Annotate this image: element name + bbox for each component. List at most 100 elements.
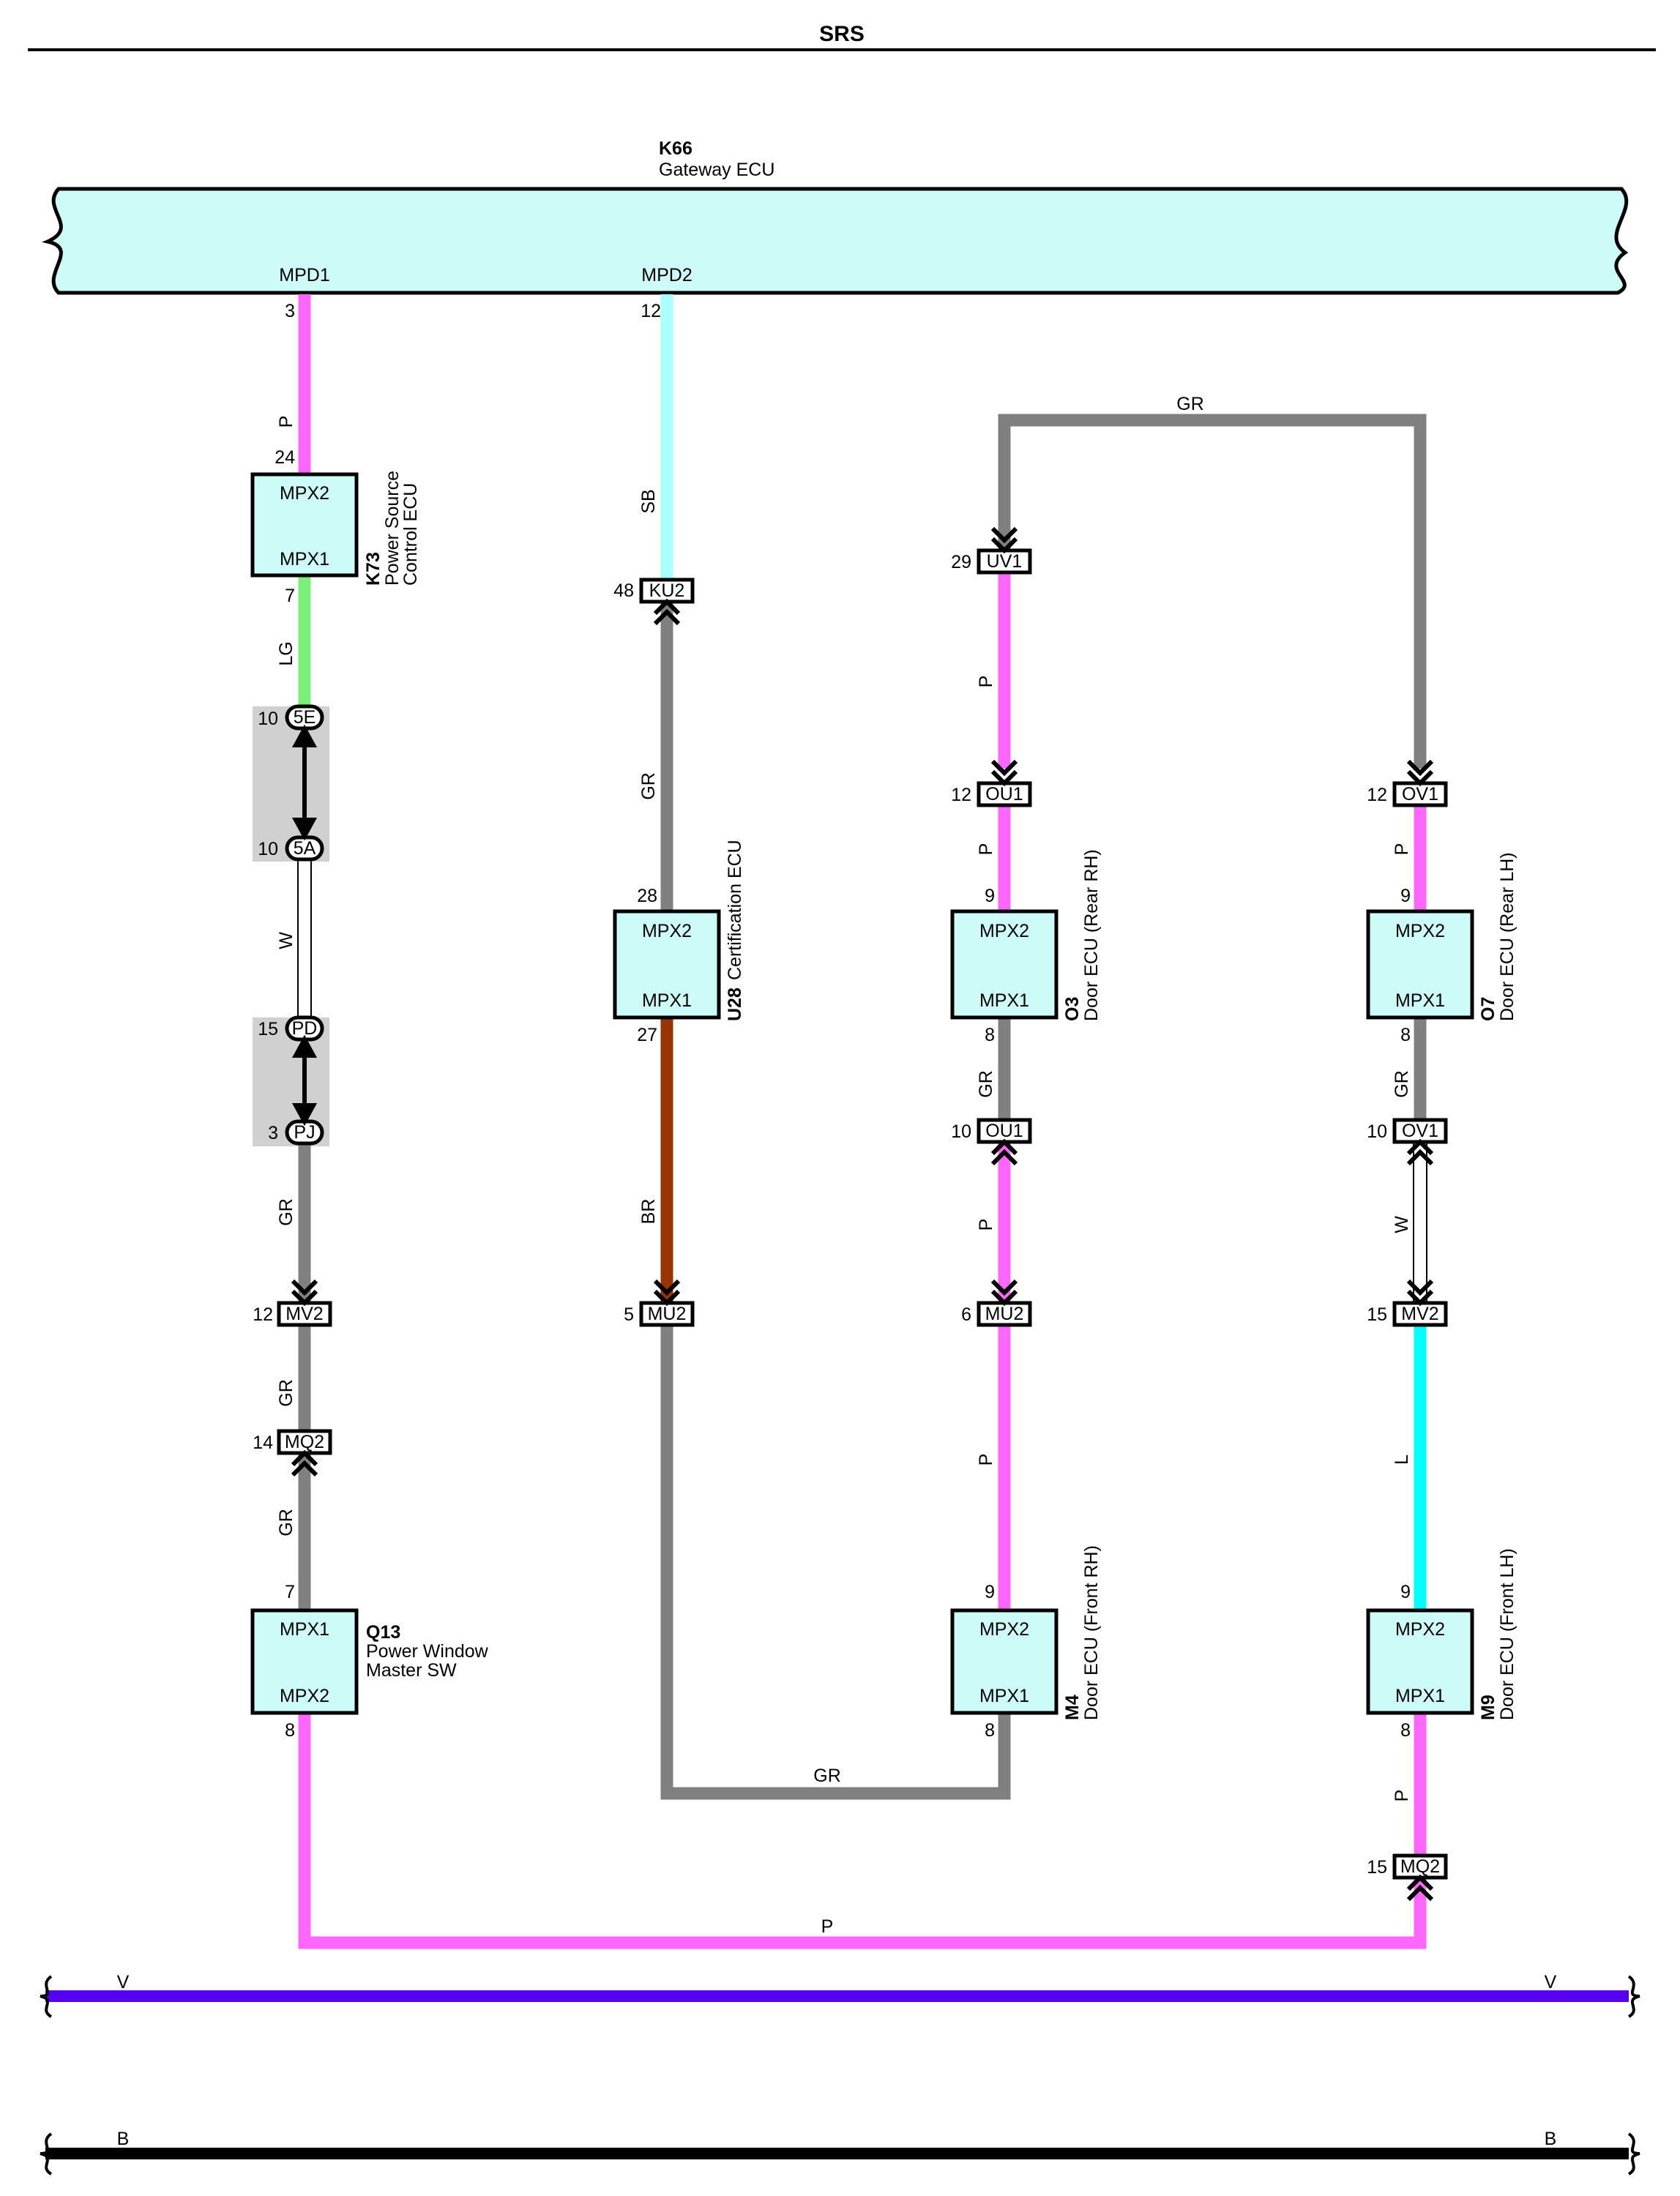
chevron-ou1-bottom: [990, 1138, 1018, 1156]
wire-gr-top-loop: [998, 414, 1427, 769]
chevron-mu2-center: [653, 1279, 681, 1296]
wire-w-5a-pd: [297, 857, 312, 1021]
svg-text:MU2: MU2: [985, 1304, 1024, 1324]
pin-number: 24: [275, 447, 295, 468]
pin-number: 29: [951, 552, 971, 572]
ecu-o7-pin-top: MPX2: [1395, 921, 1445, 941]
pin-number: 8: [1400, 1720, 1411, 1741]
chevron-mv2-right: [1406, 1279, 1434, 1296]
pin-number: 9: [985, 886, 995, 906]
svg-text:MV2: MV2: [285, 1304, 323, 1324]
junction-block-5e-5a: [253, 706, 329, 862]
bus-v-label-right: V: [1545, 1972, 1557, 1993]
pin-number: 14: [253, 1433, 273, 1453]
ecu-m9-code: M9: [1478, 1695, 1498, 1720]
ecu-m9: MPX2 MPX1 M9 Door ECU (Front LH): [1366, 1548, 1517, 1720]
bus-v-right-break: [1627, 1975, 1640, 2018]
svg-text:OV1: OV1: [1402, 1121, 1438, 1141]
wire-label: P: [976, 1219, 996, 1231]
pin-number: 10: [258, 709, 278, 729]
wire-label: GR: [638, 772, 659, 800]
chevron-ou1-top: [990, 759, 1018, 777]
bus-v-left-break: [40, 1975, 53, 2018]
wire-label: P: [976, 843, 996, 856]
chevron-ov1-bottom: [1406, 1138, 1434, 1156]
pin-number: 27: [637, 1025, 657, 1045]
ecu-m4-name: Door ECU (Front RH): [1081, 1545, 1102, 1720]
wire-label: GR: [276, 1379, 296, 1407]
connector-mu2-center: MU2: [639, 1301, 695, 1327]
pin-number: 28: [637, 886, 657, 906]
connector-mu2-right: MU2: [977, 1301, 1032, 1327]
bus-b-label-left: B: [117, 2129, 130, 2149]
ecu-q13: MPX1 MPX2 Q13 Power Window Master SW: [250, 1608, 489, 1715]
connector-mq2-right: MQ2: [1392, 1853, 1448, 1880]
bus-b-label-right: B: [1545, 2129, 1557, 2149]
svg-text:KU2: KU2: [649, 580, 685, 601]
ecu-o3-code: O3: [1062, 997, 1083, 1021]
svg-text:MV2: MV2: [1401, 1304, 1438, 1324]
svg-text:MU2: MU2: [648, 1304, 687, 1324]
ecu-o7-pin-bottom: MPX1: [1395, 990, 1445, 1011]
wire-label: P: [276, 416, 296, 428]
svg-text:OV1: OV1: [1402, 784, 1438, 804]
connector-ou1-top: OU1: [977, 781, 1032, 807]
junction-arrow-5e-5a: [291, 724, 318, 841]
ecu-m4: MPX2 MPX1 M4 Door ECU (Front RH): [950, 1545, 1102, 1720]
ecu-q13-code: Q13: [366, 1622, 400, 1643]
pin-number: 3: [268, 1123, 278, 1143]
connector-mv2-right: MV2: [1392, 1301, 1448, 1327]
ecu-o3: MPX2 MPX1 O3 Door ECU (Rear RH): [950, 849, 1102, 1021]
connector-ov1-top: OV1: [1392, 781, 1448, 807]
ecu-m9-pin-top: MPX2: [1395, 1619, 1445, 1640]
svg-text:MQ2: MQ2: [1400, 1856, 1440, 1877]
connector-mq2-left: MQ2: [277, 1429, 332, 1455]
pin-number: 5: [624, 1304, 634, 1325]
gateway-ecu-bar: [42, 187, 1629, 295]
pin-number: 7: [285, 1582, 295, 1602]
wire-label: P: [1392, 1790, 1412, 1802]
ecu-k73-pin-top: MPX2: [280, 483, 329, 504]
pin-number: 12: [641, 301, 661, 321]
ecu-k73-code: K73: [363, 552, 384, 586]
bus-b-left-break: [40, 2132, 53, 2176]
ecu-o3-pin-top: MPX2: [979, 921, 1029, 941]
junction-5a: 5A: [285, 835, 324, 862]
connector-ku2: KU2: [639, 578, 695, 604]
ecu-k73-name-line2: Control ECU: [400, 483, 421, 586]
pin-number: 8: [985, 1025, 995, 1045]
ecu-q13-name-line1: Power Window: [366, 1641, 489, 1662]
wire-label: L: [1392, 1454, 1412, 1465]
ecu-q13-pin-top: MPX1: [280, 1619, 329, 1640]
ecu-m9-pin-bottom: MPX1: [1395, 1686, 1445, 1706]
ecu-k73-pin-bottom: MPX1: [280, 549, 329, 569]
gateway-pin-mpd2: MPD2: [641, 265, 692, 285]
wire-label: GR: [276, 1198, 296, 1226]
gateway-pin-mpd1: MPD1: [279, 265, 329, 285]
pin-number: 6: [961, 1304, 971, 1325]
ecu-o7: MPX2 MPX1 O7 Door ECU (Rear LH): [1366, 852, 1517, 1021]
wire-label: P: [976, 1454, 996, 1466]
connector-ou1-bottom: OU1: [977, 1118, 1032, 1144]
pin-number: 8: [1400, 1025, 1411, 1045]
gateway-code: K66: [659, 138, 692, 159]
wire-label: P: [821, 1916, 834, 1937]
ecu-o7-code: O7: [1478, 997, 1498, 1021]
wire-label: GR: [1176, 394, 1204, 414]
ecu-u28-code: U28: [725, 987, 745, 1021]
wire-label: SB: [638, 489, 659, 513]
connector-mv2-left: MV2: [277, 1301, 332, 1327]
wire-label: P: [1392, 843, 1412, 856]
svg-text:UV1: UV1: [987, 551, 1023, 572]
chevron-mq2-right: [1406, 1874, 1434, 1891]
chevron-uv1: [990, 526, 1018, 544]
ecu-u28: MPX2 MPX1 U28 Certification ECU: [613, 840, 745, 1021]
wire-label: BR: [638, 1199, 659, 1225]
pin-number: 48: [613, 580, 634, 601]
ecu-o7-name: Door ECU (Rear LH): [1497, 852, 1517, 1021]
wire-label: W: [276, 932, 296, 949]
connector-ov1-bottom: OV1: [1392, 1118, 1448, 1144]
wire-w-ov1-mv2: [1413, 1141, 1427, 1305]
page-title: SRS: [819, 22, 865, 46]
pin-number: 9: [1400, 1582, 1411, 1602]
